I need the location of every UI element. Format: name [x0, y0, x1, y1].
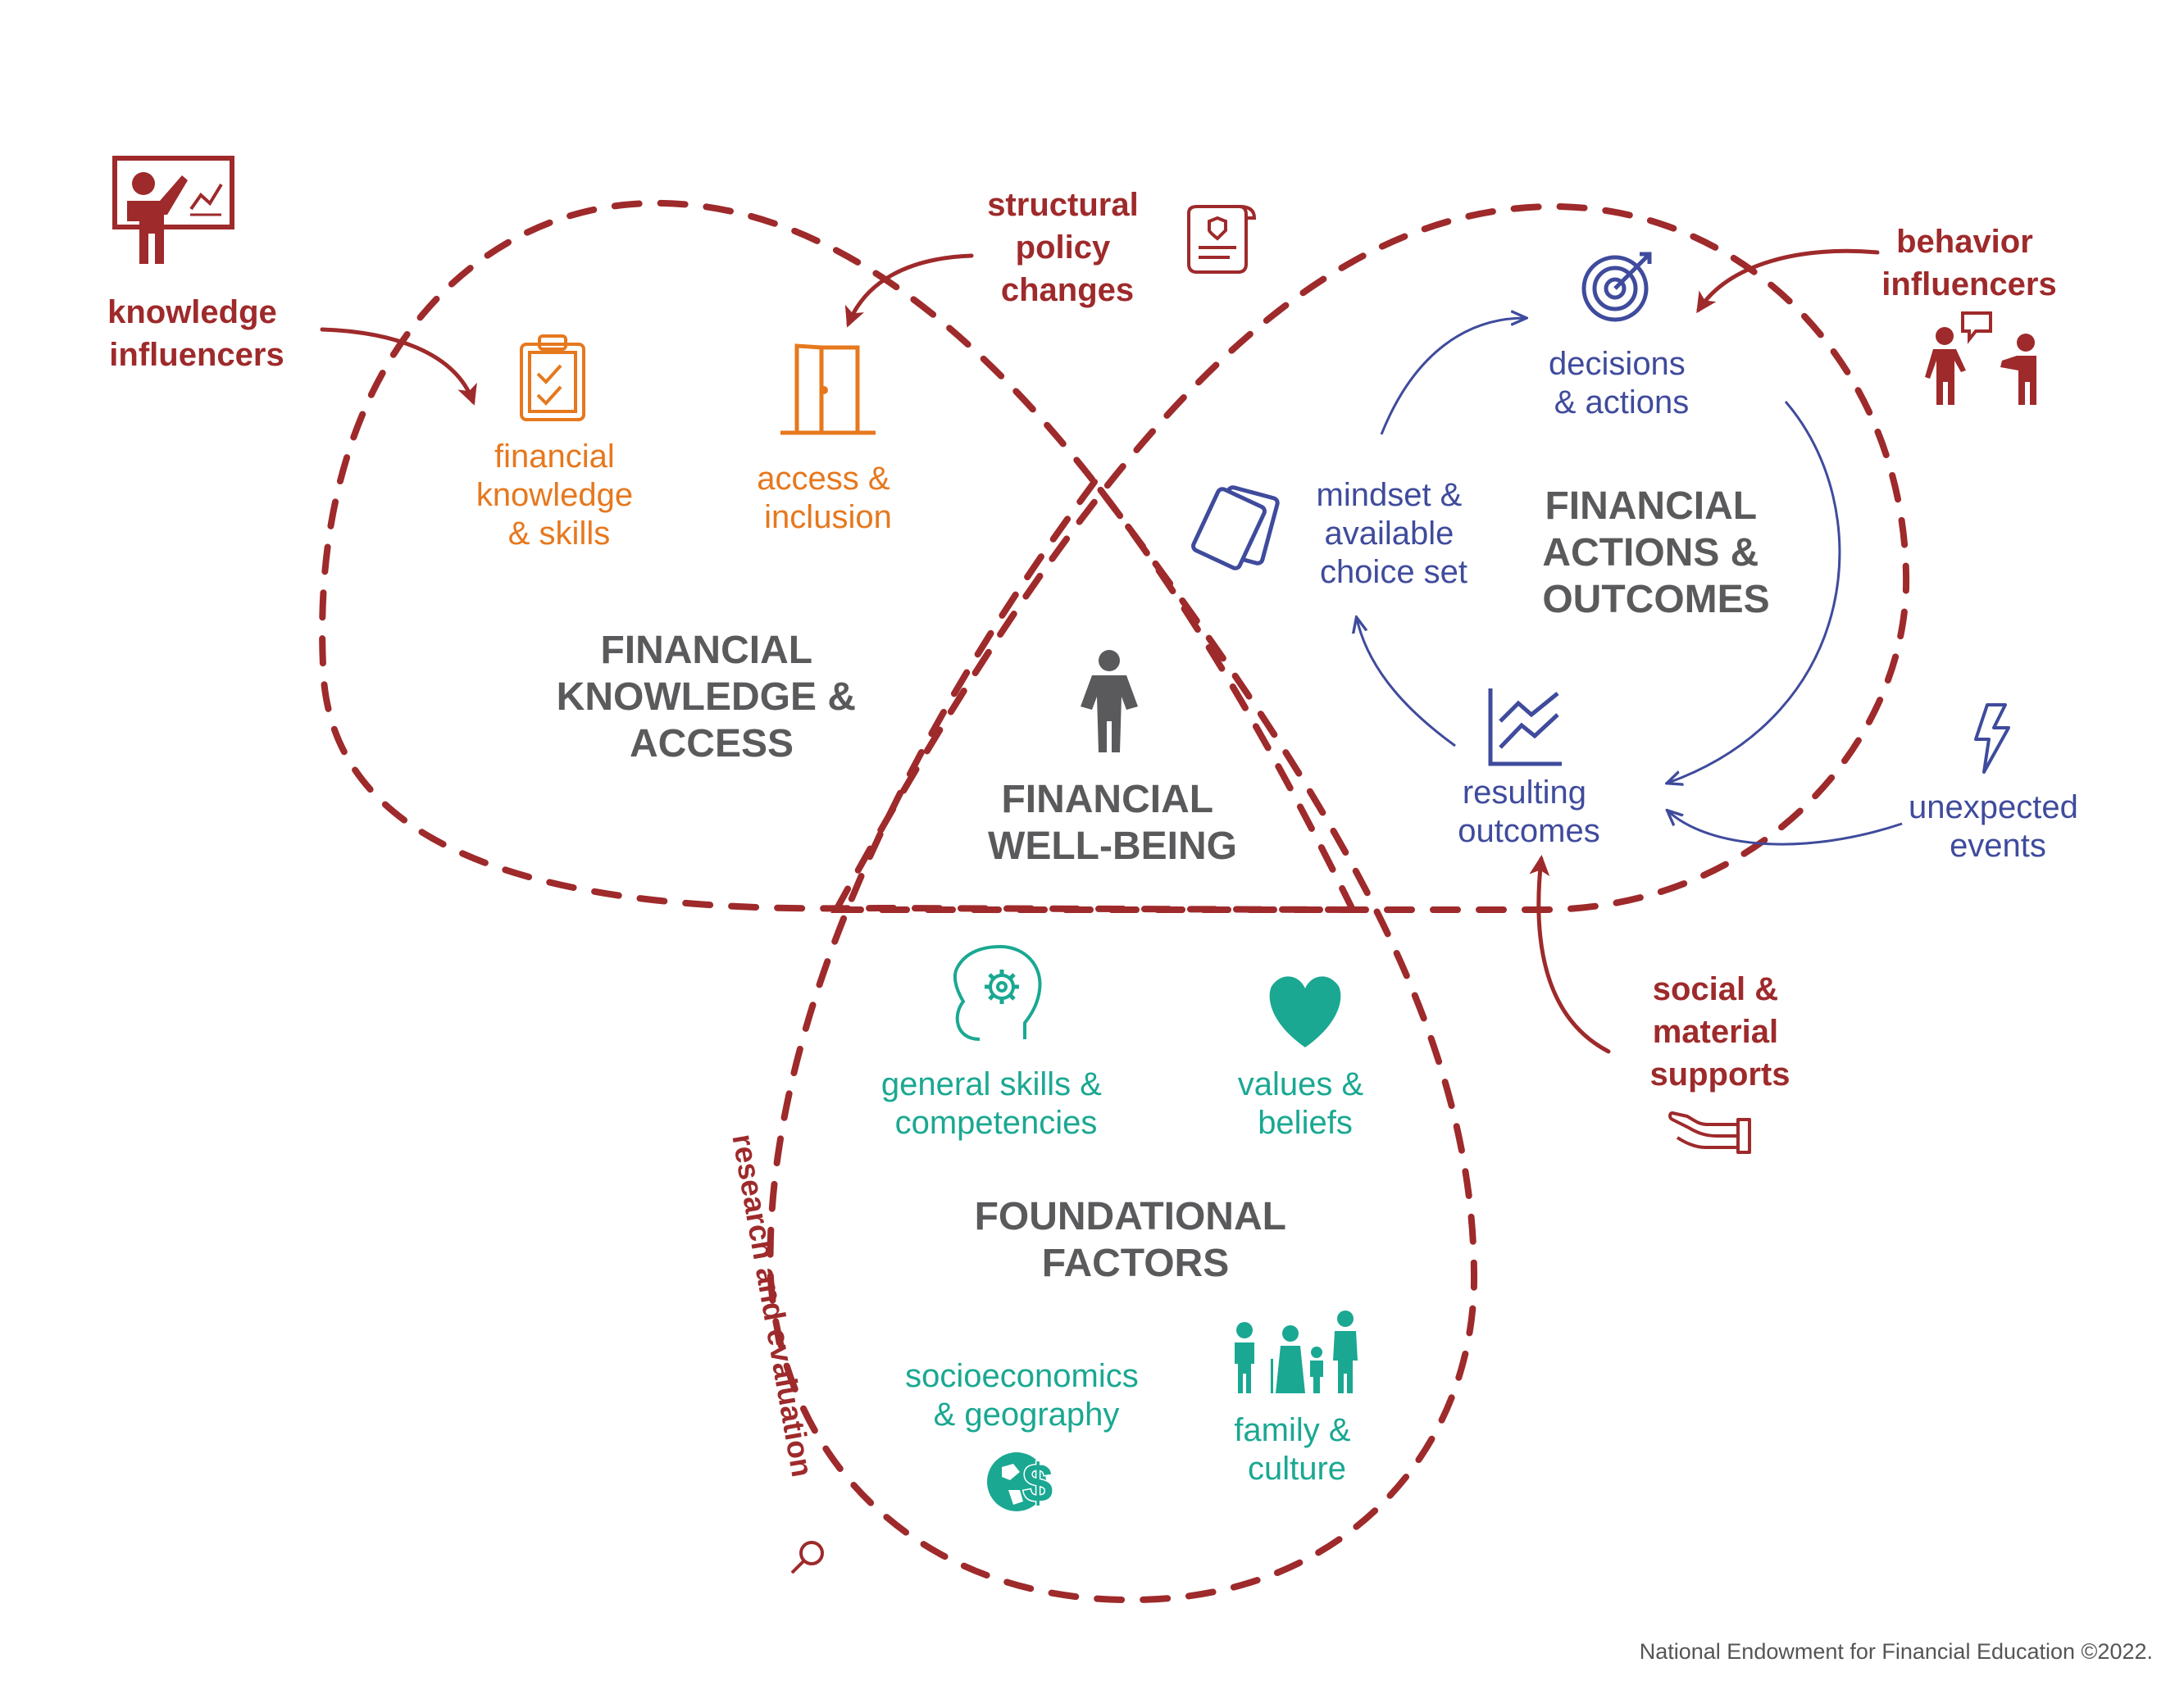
family-icon [1235, 1311, 1358, 1393]
general-skills-label: general skills & competencies [881, 1066, 1111, 1141]
svg-text:$: $ [1023, 1452, 1053, 1513]
decisions-actions-label: decisions & actions [1549, 346, 1695, 420]
policy-arrow [844, 253, 974, 328]
well-being-title: FINANCIAL WELL-BEING [988, 778, 1237, 868]
globe-dollar-icon: $ [987, 1451, 1054, 1515]
magnifier-icon [790, 1541, 824, 1574]
mindset-choice-label: mindset & available choice set [1317, 477, 1472, 590]
clipboard-checklist-icon [520, 334, 585, 421]
target-icon [1581, 252, 1652, 322]
teacher-at-board-icon [112, 156, 234, 264]
people-talking-icon [1925, 311, 2036, 405]
head-gear-icon [953, 944, 1042, 1041]
choice-cards-icon [1191, 485, 1280, 570]
heart-icon [1269, 976, 1341, 1047]
foundational-title: FOUNDATIONAL FACTORS [975, 1195, 1297, 1285]
copyright-footer: National Endowment for Financial Educati… [1640, 1639, 2153, 1664]
family-culture-label: family & culture [1234, 1412, 1359, 1487]
financial-knowledge-label: financial knowledge & skills [476, 438, 642, 552]
structural-policy-label: structural policy changes [987, 187, 1148, 308]
knowledge-influencer-arrow [320, 327, 477, 406]
line-chart-icon [1488, 688, 1562, 766]
open-door-icon [780, 343, 876, 435]
actions-outcomes-title: FINANCIAL ACTIONS & OUTCOMES [1542, 484, 1769, 621]
social-supports-arrow [1529, 855, 1611, 1054]
knowledge-access-title: FINANCIAL KNOWLEDGE & ACCESS [557, 629, 867, 765]
resulting-outcomes-label: resulting outcomes [1458, 775, 1599, 849]
lightning-icon [1974, 703, 2010, 774]
person-standing-icon [1081, 650, 1138, 752]
cycle-arrow-to-mindset [1357, 619, 1456, 747]
unexpected-events-arrow [1668, 811, 1903, 846]
open-hand-icon [1668, 1111, 1751, 1154]
unexpected-events-label: unexpected events [1909, 789, 2087, 864]
behavior-influencers-label: behavior influencers [1881, 224, 2056, 302]
foundational-outline [767, 476, 1478, 1604]
socioeconomics-label: socioeconomics & geography [905, 1358, 1148, 1433]
access-inclusion-label: access & inclusion [757, 461, 899, 535]
values-beliefs-label: values & beliefs [1238, 1066, 1373, 1141]
actions-outcomes-outline [830, 202, 1910, 913]
behavior-influencer-arrow [1696, 248, 1880, 314]
policy-scroll-icon [1187, 205, 1257, 274]
cycle-arrow-to-decisions [1380, 318, 1525, 435]
cycle-arrow-to-outcomes [1668, 401, 1841, 783]
knowledge-influencers-label: knowledge influencers [107, 294, 286, 373]
social-supports-label: social & material supports [1649, 971, 1790, 1093]
knowledge-access-outline [319, 199, 1358, 914]
